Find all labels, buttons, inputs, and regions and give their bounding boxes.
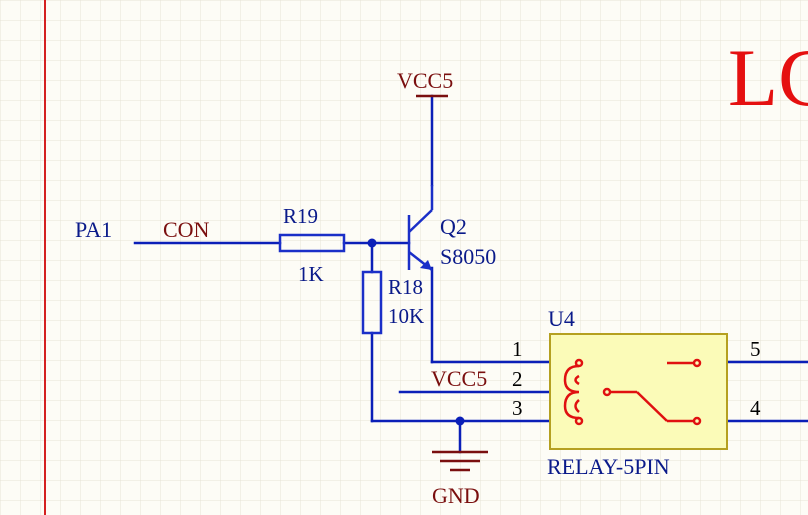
resistor-r19: R19 1K [278, 204, 346, 286]
u4-pin-1: 1 [512, 337, 523, 361]
u4-pin-3: 3 [512, 396, 523, 420]
u4-pin-5: 5 [750, 337, 761, 361]
q2-designator: Q2 [440, 214, 467, 239]
junction-dot [455, 416, 465, 426]
r18-value: 10K [388, 304, 424, 328]
net-label-con: CON [163, 217, 210, 242]
r19-value: 1K [298, 262, 324, 286]
u4-pin-2: 2 [512, 367, 523, 391]
vcc-relay-label: VCC5 [431, 366, 487, 391]
gnd-label: GND [432, 483, 480, 508]
gnd-symbol [432, 450, 488, 472]
u4-value: RELAY-5PIN [547, 454, 670, 479]
u4-pin-4: 4 [750, 396, 761, 420]
relay-u4: 1 2 3 4 5 U4 RELAY-5PIN [512, 306, 761, 479]
net-label-pa1: PA1 [75, 217, 112, 242]
relay-coil-symbol [563, 358, 584, 426]
wires [133, 94, 808, 454]
r19-designator: R19 [283, 204, 318, 228]
sheet-title-fragment: LC [728, 32, 808, 123]
q2-collector-leg [408, 209, 433, 233]
junction-dot [367, 238, 377, 248]
q2-value: S8050 [440, 244, 496, 269]
resistor-r18: R18 10K [361, 270, 424, 335]
vcc-top-label: VCC5 [397, 68, 453, 93]
q2-emitter-arrow [420, 260, 432, 270]
relay-switch-symbol [602, 358, 702, 426]
transistor-q2 [407, 185, 434, 271]
r18-designator: R18 [388, 275, 423, 299]
u4-designator: U4 [548, 306, 575, 331]
vcc-top-symbol: VCC5 [397, 68, 453, 98]
